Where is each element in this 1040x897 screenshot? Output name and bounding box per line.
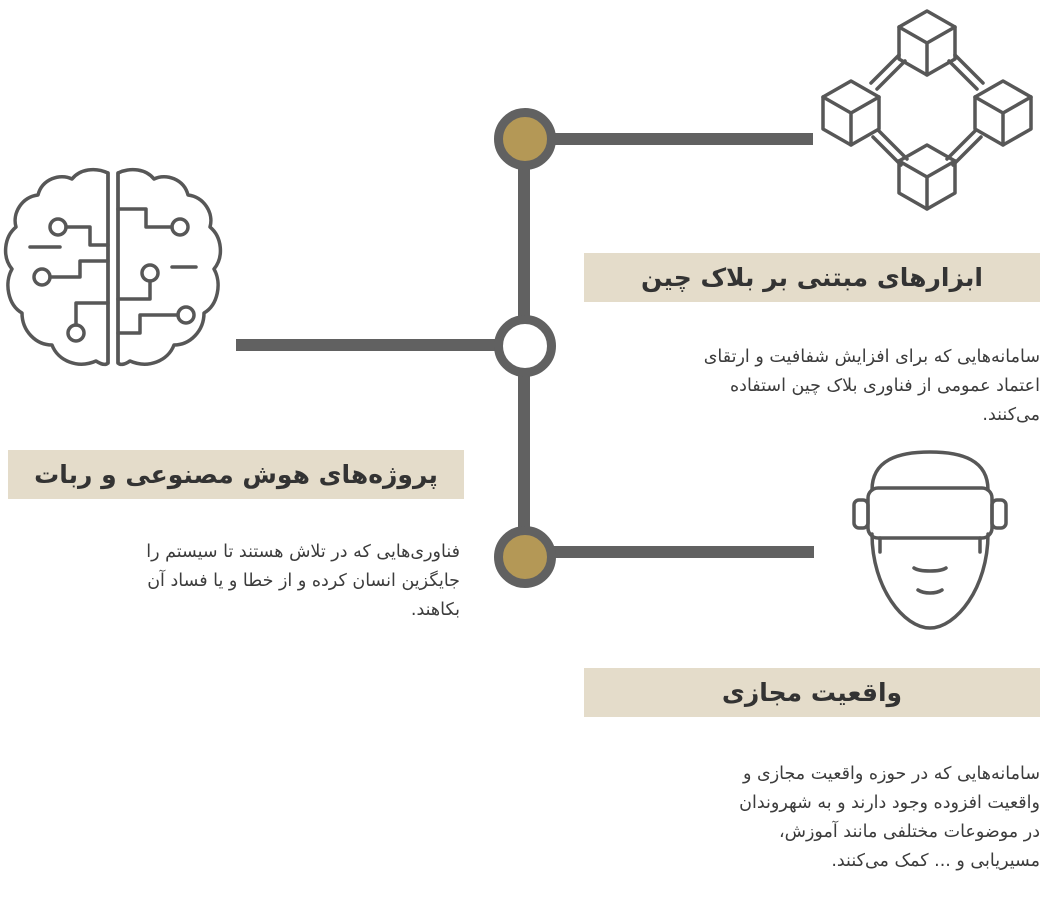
vr-branch bbox=[530, 546, 814, 558]
blockchain-node bbox=[494, 108, 556, 170]
ai-node bbox=[494, 315, 556, 377]
ai-description-line: فناوری‌هایی که در تلاش هستند تا سیستم را bbox=[146, 542, 460, 562]
blockchain-description-line: اعتماد عمومی از فناوری بلاک چین استفاده bbox=[729, 376, 1040, 396]
blockchain-description-line: سامانه‌هایی که برای افزایش شفافیت و ارتق… bbox=[703, 347, 1040, 367]
blockchain-description-line: می‌کنند. bbox=[982, 405, 1040, 425]
vr-description: سامانه‌هایی که در حوزه واقعیت مجازی و وا… bbox=[600, 760, 1040, 876]
blockchain-description: سامانه‌هایی که برای افزایش شفافیت و ارتق… bbox=[600, 343, 1040, 430]
vr-description-line: واقعیت افزوده وجود دارند و به شهروندان bbox=[739, 793, 1040, 813]
blockchain-branch bbox=[530, 133, 813, 145]
vr-headset-icon bbox=[852, 450, 1008, 630]
ai-description: فناوری‌هایی که در تلاش هستند تا سیستم را… bbox=[10, 538, 460, 625]
blockchain-cubes-icon bbox=[821, 9, 1033, 211]
ai-title: پروژه‌های هوش مصنوعی و ربات bbox=[8, 450, 464, 499]
brain-circuit-icon bbox=[3, 167, 223, 367]
vr-description-line: در موضوعات مختلفی مانند آموزش، bbox=[778, 822, 1040, 842]
ai-description-line: بکاهند. bbox=[410, 600, 460, 620]
vr-node bbox=[494, 526, 556, 588]
vr-description-line: مسیریابی و ... کمک می‌کنند. bbox=[831, 851, 1040, 871]
ai-description-line: جایگزین انسان کرده و از خطا و یا فساد آن bbox=[147, 571, 460, 591]
vr-title: واقعیت مجازی bbox=[584, 668, 1040, 717]
ai-branch bbox=[236, 339, 518, 351]
vr-description-line: سامانه‌هایی که در حوزه واقعیت مجازی و bbox=[743, 764, 1040, 784]
blockchain-title: ابزارهای مبتنی بر بلاک چین bbox=[584, 253, 1040, 302]
